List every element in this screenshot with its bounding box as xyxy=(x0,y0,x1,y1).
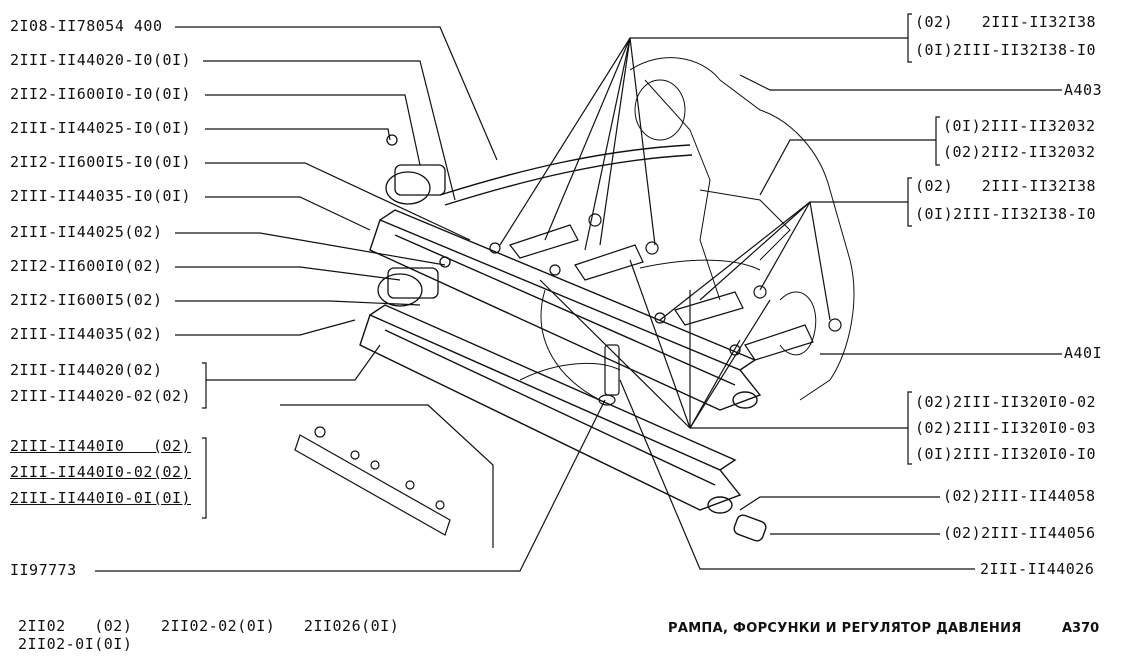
part-label: 2III-II44025-I0(0I) xyxy=(10,119,192,137)
injector-label: (02) 2III-II32I38 xyxy=(915,13,1097,31)
figure-code: A370 xyxy=(1062,621,1100,636)
injector-label: (0I)2III-II32I38-I0 xyxy=(915,41,1097,59)
part-label: II97773 xyxy=(10,561,77,579)
view-ref-label: A403 xyxy=(1064,81,1103,99)
part-label: 2III-II44020-I0(0I) xyxy=(10,51,192,69)
fuel-hose xyxy=(439,144,693,206)
assembly-arrows xyxy=(519,259,761,401)
part-label: 2III-II44025(02) xyxy=(10,223,163,241)
cap-label: (02)2III-II44056 xyxy=(943,524,1096,542)
model-list: 2II02 (02) 2II02-02(0I) 2II026(0I) xyxy=(18,617,400,635)
cap-label: (02)2III-II44058 xyxy=(943,487,1096,505)
ring-label: (02)2III-II320I0-02 xyxy=(915,393,1097,411)
mounting-bolt xyxy=(598,344,620,406)
part-label: 2II2-II600I5-I0(0I) xyxy=(10,153,192,171)
right-leader-lines xyxy=(499,13,1062,570)
part-label: 2II2-II600I0(02) xyxy=(10,257,163,275)
rail-part-label: 2III-II440I0 (02) xyxy=(10,437,192,455)
clip-label: (02)2II2-II32032 xyxy=(943,143,1096,161)
injectors xyxy=(489,213,842,361)
pressure-regulators xyxy=(377,134,451,307)
ring-label: (02)2III-II320I0-03 xyxy=(915,419,1097,437)
left-leader-lines xyxy=(95,26,606,572)
injector-label: (02) 2III-II32I38 xyxy=(915,177,1097,195)
fuel-rail-lower xyxy=(359,304,767,542)
page-title: РАМПА, ФОРСУНКИ И РЕГУЛЯТОР ДАВЛЕНИЯ xyxy=(668,621,1022,636)
part-label: 2III-II44035-I0(0I) xyxy=(10,187,192,205)
view-ref-label: A40I xyxy=(1064,344,1103,362)
fuel-rail-upper xyxy=(369,209,762,411)
rail-small-view xyxy=(294,426,451,536)
part-label: 2III-II44020(02) xyxy=(10,361,163,379)
part-label: 2III-II44035(02) xyxy=(10,325,163,343)
part-label: 2II2-II600I5(02) xyxy=(10,291,163,309)
rail-part-label: 2III-II440I0-02(02) xyxy=(10,463,192,481)
clip-label: (0I)2III-II32032 xyxy=(943,117,1096,135)
part-label: 2I08-II78054 400 xyxy=(10,17,163,35)
rail-part-label: 2III-II440I0-0I(0I) xyxy=(10,489,192,507)
model-list: 2II02-0I(0I) xyxy=(18,635,133,653)
part-label: 2III-II44020-02(02) xyxy=(10,387,192,405)
ring-label: (0I)2III-II320I0-I0 xyxy=(915,445,1097,463)
injector-label: (0I)2III-II32I38-I0 xyxy=(915,205,1097,223)
intake-manifold-outline xyxy=(629,57,855,401)
bolt-label: 2III-II44026 xyxy=(980,560,1095,578)
part-label: 2II2-II600I0-I0(0I) xyxy=(10,85,192,103)
